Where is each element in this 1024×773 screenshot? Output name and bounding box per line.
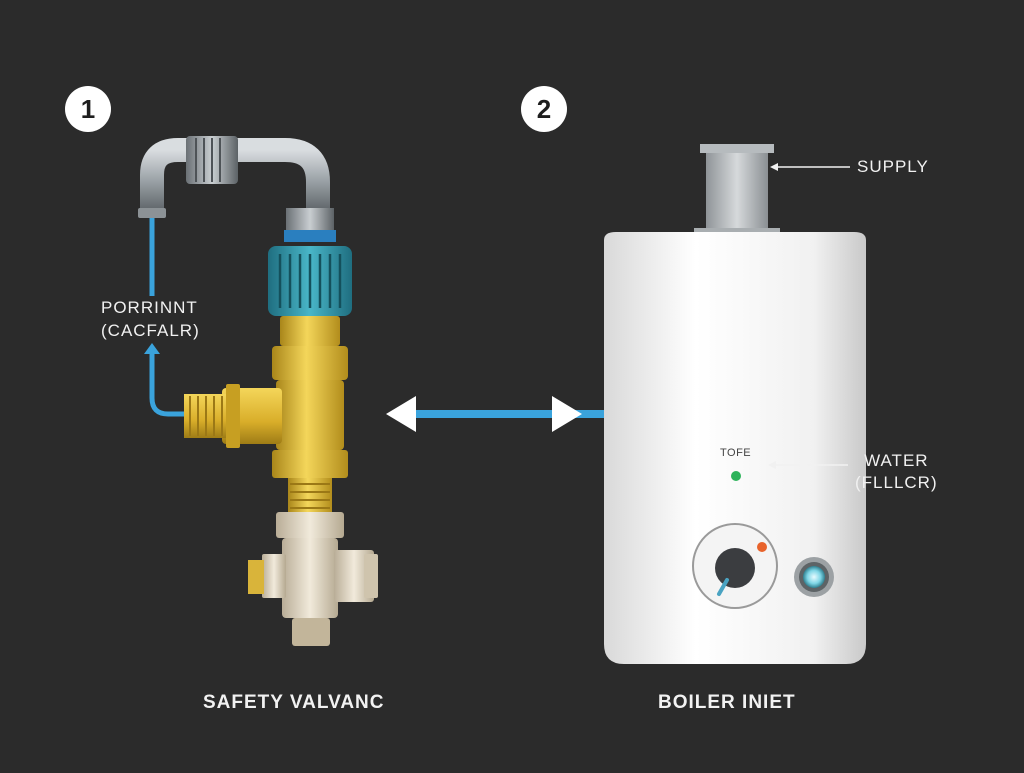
port-label-line2: (CACFALR) — [101, 321, 200, 340]
valve-caption: SAFETY VALVANC — [203, 692, 385, 713]
up-arrow-icon — [144, 343, 160, 354]
port-label-line1: PORRINNT — [101, 298, 198, 317]
step-badge-2: 2 — [521, 86, 567, 132]
boiler-icon — [604, 144, 866, 664]
safety-valve-icon — [138, 136, 378, 646]
water-label: WATER (FLLLCR) — [855, 450, 938, 494]
water-pointer-icon — [768, 461, 776, 469]
double-arrow-icon — [386, 396, 642, 432]
sight-glass-icon — [794, 557, 834, 597]
port-label: PORRINNT (CACFALR) — [101, 296, 200, 342]
indicator-light-icon — [731, 471, 741, 481]
dial-knob-icon — [692, 523, 778, 609]
supply-pointer-icon — [770, 163, 778, 171]
indicator-label: TOFE — [720, 447, 752, 459]
step-badge-1: 1 — [65, 86, 111, 132]
boiler-caption: BOILER INIET — [658, 692, 796, 713]
water-label-line2: (FLLLCR) — [855, 473, 938, 492]
water-label-line1: WATER — [864, 451, 929, 470]
leader-lines — [770, 166, 850, 466]
supply-label: SUPPLY — [857, 157, 929, 176]
